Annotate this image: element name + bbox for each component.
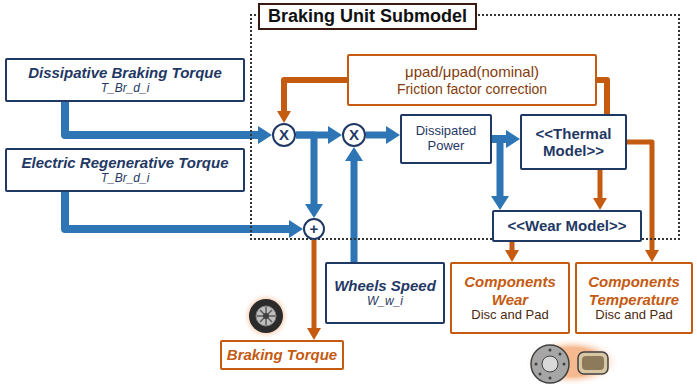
output-box: Braking Torque [220, 340, 344, 370]
signal-arrow [351, 161, 358, 262]
multiplier-circle: X [342, 123, 366, 147]
node-label: + [310, 220, 319, 237]
signal-arrow [492, 139, 500, 196]
pad-lining [582, 356, 604, 370]
node-label: Dissipative Braking Torque [28, 64, 222, 81]
disc-holes [535, 349, 566, 380]
node-label: Wheels Speed [334, 277, 436, 294]
node-label: Braking Unit Submodel [258, 3, 477, 30]
input-box: Electric Regenerative TorqueT_Br_d_i [5, 148, 245, 192]
model-box: <<Wear Model>> [492, 210, 642, 242]
node-label: X [349, 126, 359, 143]
node-label: Dissipated Power [402, 124, 490, 154]
brake-glow [524, 338, 620, 386]
node-sublabel: Friction factor correction [397, 81, 547, 97]
wheel-spokes [257, 307, 275, 325]
node-sublabel: W_w_i [367, 295, 403, 309]
input-box: Wheels SpeedW_w_i [325, 262, 445, 324]
node-label: Braking Torque [227, 346, 337, 363]
submodel-boundary: Braking Unit Submodelμpad/μpad(nominal)F… [250, 14, 680, 240]
wheel-icon [242, 292, 290, 340]
correction-box: μpad/μpad(nominal)Friction factor correc… [347, 54, 597, 106]
brake-disc-pad-icon [524, 338, 620, 386]
signal-arrow [510, 242, 515, 250]
signal-arrow [65, 102, 258, 135]
brake-disc [531, 345, 569, 383]
sum-circle: + [303, 218, 325, 240]
process-box: Dissipated Power [400, 114, 492, 164]
signal-arrow [312, 240, 317, 328]
wheel-tyre [249, 299, 283, 333]
node-label: Components Wear [452, 273, 568, 308]
brake-pad [578, 352, 608, 374]
input-box: Dissipative Braking TorqueT_Br_d_i [5, 58, 245, 102]
model-box: <<Thermal Model>> [520, 114, 627, 170]
node-label: Electric Regenerative Torque [21, 154, 228, 171]
wheel-hub [263, 313, 269, 319]
signal-arrow [598, 170, 603, 198]
wheel-glow [242, 292, 290, 340]
node-sublabel: Disc and Pad [595, 308, 672, 323]
signal-arrow [65, 192, 289, 229]
node-label: Components Temperature [577, 273, 691, 308]
multiplier-circle: X [272, 123, 296, 147]
node-label: μpad/μpad(nominal) [405, 63, 539, 80]
wheel-rim [256, 306, 276, 326]
signal-arrow [366, 132, 386, 139]
disc-hub [542, 356, 558, 372]
output-box: Components TemperatureDisc and Pad [575, 262, 693, 334]
node-label: X [279, 126, 289, 143]
node-sublabel: T_Br_d_i [101, 82, 150, 96]
signal-arrow [296, 135, 314, 204]
node-sublabel: T_Br_d_i [101, 172, 150, 186]
output-box: Components WearDisc and Pad [450, 262, 570, 334]
signal-arrow [284, 80, 347, 111]
node-label: <<Thermal Model>> [522, 125, 625, 160]
node-label: <<Wear Model>> [508, 217, 627, 234]
signal-arrow [597, 80, 607, 114]
node-sublabel: Disc and Pad [471, 308, 548, 323]
